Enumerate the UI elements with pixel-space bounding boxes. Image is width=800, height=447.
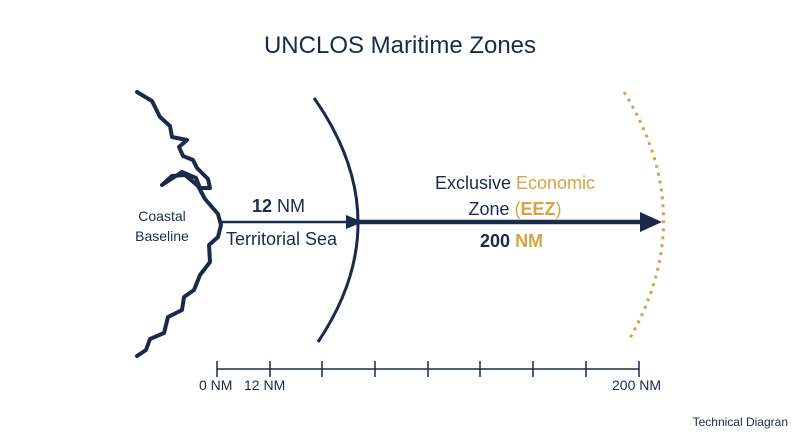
scale-bar [216,361,640,377]
coastal-baseline-line2: Baseline [135,228,189,244]
eez-abbreviation: EEZ [520,199,556,219]
eez-paren-close: ) [555,199,562,219]
eez-distance-unit: NM [515,231,544,251]
coastal-baseline-line1: Coastal [138,208,186,224]
footer-caption: Technical Diagran [692,415,788,429]
territorial-distance-value: 12 [252,196,273,216]
scale-label-0: 0 NM [199,377,233,393]
scale-label-200: 200 NM [612,377,662,393]
diagram-title: UNCLOS Maritime Zones [263,32,537,59]
scale-label-12: 12 NM [244,377,286,393]
coastline [135,90,223,358]
eez-paren-open: ( [514,199,521,219]
territorial-distance-unit: NM [277,196,306,216]
coastal-baseline-label: Coastal Baseline [120,206,204,246]
eez-arrowhead [640,212,662,232]
territorial-sea-label: Territorial Sea [226,229,338,249]
territorial-distance-label: 12 NM [252,196,305,217]
eez-label: Exclusive Economic Zone (EEZ) [400,170,630,222]
eez-word-exclusive: Exclusive [434,173,511,193]
eez-word-economic: Economic [516,173,596,193]
territorial-arrowhead [346,215,363,229]
eez-word-zone: Zone [468,199,510,219]
eez-boundary [622,91,666,339]
eez-distance-label: 200 NM [480,231,543,252]
eez-distance-value: 200 [480,231,511,251]
